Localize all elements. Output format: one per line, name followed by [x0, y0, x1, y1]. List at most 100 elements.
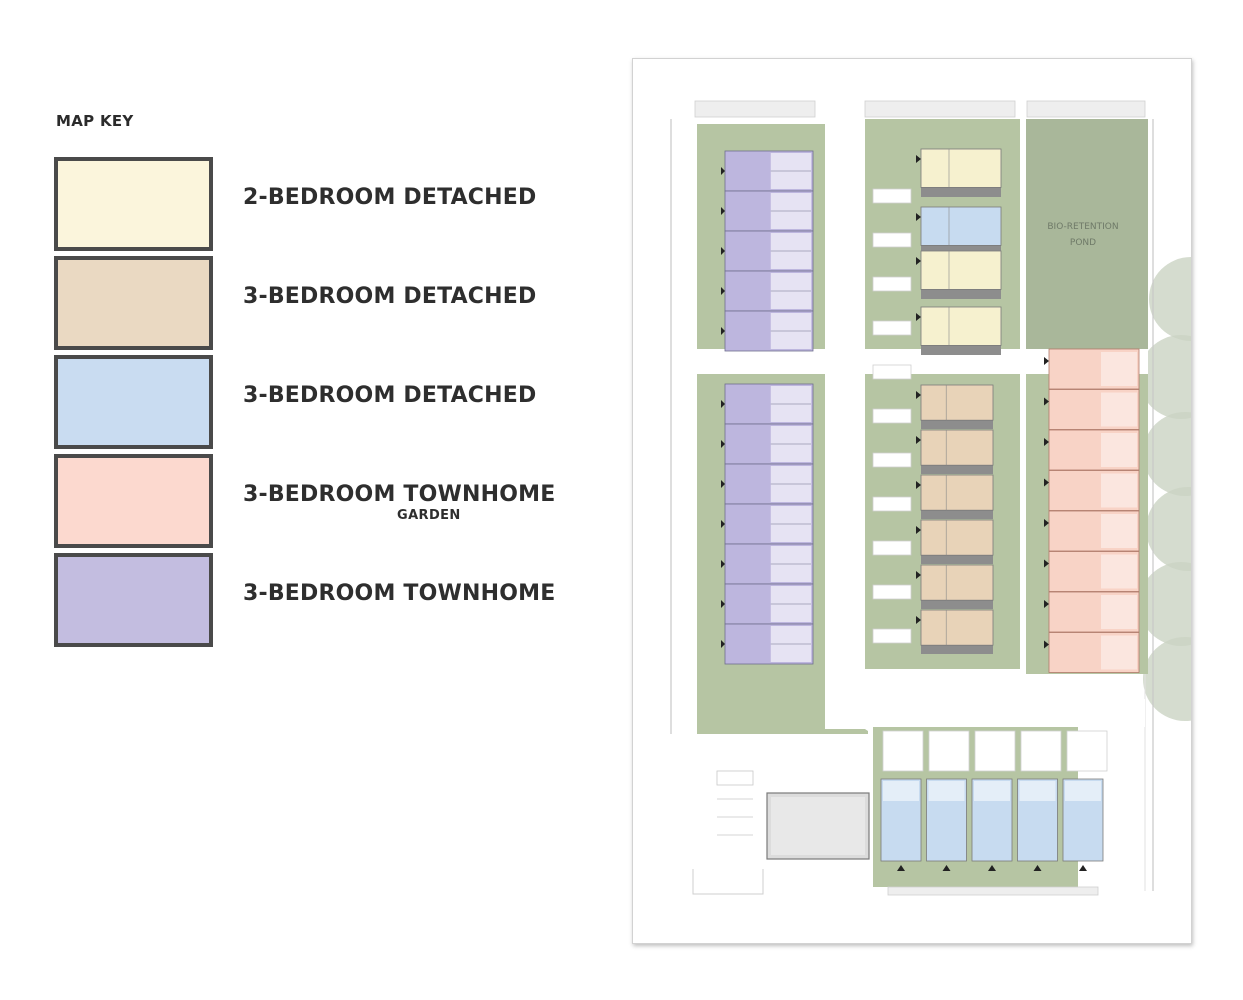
parking-stall-10 — [872, 628, 912, 644]
legend-label-3bd-townhome-garden: 3-BEDROOM TOWNHOME — [243, 482, 556, 507]
detached-3bd-tan-1-garage — [921, 464, 993, 474]
parking-stall-0 — [872, 188, 912, 204]
detached-2bd-2-garage — [921, 344, 1001, 355]
detached-2bd-2 — [920, 306, 1002, 346]
tree-2 — [1143, 412, 1191, 496]
detached-3bd-tan-4-garage — [921, 599, 993, 609]
street-curve — [825, 669, 1145, 727]
parking-stall-3 — [872, 320, 912, 336]
sidewalk-top-2 — [1026, 100, 1146, 118]
south-parking-3 — [1020, 730, 1062, 772]
street-north-south — [825, 119, 865, 729]
unit-interior — [1101, 433, 1137, 467]
south-parking-2 — [974, 730, 1016, 772]
sw-stall-0 — [716, 770, 754, 786]
parking-stall-5 — [872, 408, 912, 424]
unit-interior — [1101, 595, 1137, 629]
entry-arrow — [916, 155, 921, 163]
detached-3bd-tan-2 — [920, 474, 994, 511]
parking-stall-8 — [872, 540, 912, 556]
detached-2bd-0-garage — [921, 186, 1001, 197]
legend-swatch-3bd-detached-blue — [54, 355, 213, 449]
entry-arrow — [988, 865, 996, 871]
detached-2bd-1 — [920, 250, 1002, 290]
detached-3bd-tan-5 — [920, 609, 994, 646]
tree-4 — [1139, 562, 1191, 646]
legend-swatch-3bd-townhome-garden — [54, 454, 213, 548]
detached-3bd-tan-2-garage — [921, 509, 993, 519]
unit-interior — [1101, 514, 1137, 548]
parking-stall-7 — [872, 496, 912, 512]
parking-stall-2 — [872, 276, 912, 292]
detached-3bd-tan-5-garage — [921, 644, 993, 654]
legend-sublabel-garden: GARDEN — [397, 508, 461, 523]
unit-interior — [883, 781, 919, 801]
entry-arrow — [897, 865, 905, 871]
map-key-title: MAP KEY — [56, 112, 134, 130]
unit-interior — [1101, 554, 1137, 589]
entry-arrow — [721, 640, 725, 648]
legend-label-2bd-detached: 2-BEDROOM DETACHED — [243, 185, 537, 210]
entry-arrow — [916, 526, 921, 534]
legend-swatch-2bd-detached — [54, 157, 213, 251]
sw-curb — [692, 869, 764, 895]
legend-label-3bd-detached-blue: 3-BEDROOM DETACHED — [243, 383, 537, 408]
entry-arrow — [721, 560, 725, 568]
tree-3 — [1146, 487, 1191, 571]
parking-stall-4 — [872, 364, 912, 380]
entry-arrow — [1044, 600, 1049, 608]
entry-arrow — [916, 391, 921, 399]
entry-arrow — [721, 440, 725, 448]
tree-0 — [1149, 257, 1191, 341]
entry-arrow — [1044, 559, 1049, 568]
entry-arrow — [721, 167, 725, 175]
pond-label-line1: BIO-RETENTION — [1047, 222, 1118, 232]
entry-arrow — [1044, 438, 1049, 446]
tree-1 — [1139, 335, 1191, 419]
entry-arrow — [721, 600, 725, 608]
detached-3bd-tan-0-garage — [921, 419, 993, 429]
entry-arrow — [916, 213, 921, 221]
entry-arrow — [916, 313, 921, 321]
entry-arrow — [916, 257, 921, 265]
legend-label-3bd-detached-tan: 3-BEDROOM DETACHED — [243, 284, 537, 309]
legend-swatch-3bd-townhome — [54, 553, 213, 647]
sidewalk-bottom — [887, 886, 1099, 896]
detached-3bd-tan-4 — [920, 564, 994, 601]
entry-arrow — [721, 247, 725, 255]
entry-arrow — [916, 436, 921, 444]
entry-arrow — [1079, 865, 1087, 871]
bio-retention-pond — [1026, 119, 1148, 349]
entry-arrow — [721, 287, 725, 295]
community-building-roof — [771, 797, 865, 855]
south-parking-1 — [928, 730, 970, 772]
entry-arrow — [1044, 519, 1049, 527]
entry-arrow — [721, 480, 725, 488]
path-east — [1020, 119, 1026, 674]
detached-3bd-blue-0-garage — [921, 244, 1001, 255]
parking-stall-6 — [872, 452, 912, 468]
sidewalk-top-0 — [694, 100, 816, 118]
detached-3bd-tan-0 — [920, 384, 994, 421]
entry-arrow — [916, 616, 921, 624]
detached-3bd-tan-3-garage — [921, 554, 993, 564]
detached-3bd-blue-0 — [920, 206, 1002, 246]
detached-3bd-tan-1 — [920, 429, 994, 466]
unit-interior — [1101, 352, 1137, 386]
legend-label-3bd-townhome: 3-BEDROOM TOWNHOME — [243, 581, 556, 606]
entry-arrow — [721, 400, 725, 408]
unit-interior — [1101, 473, 1137, 508]
entry-arrow — [1044, 357, 1049, 365]
entry-arrow — [1044, 640, 1049, 649]
unit-interior — [974, 781, 1010, 801]
unit-interior — [1065, 781, 1101, 801]
unit-interior — [1101, 635, 1137, 670]
entry-arrow — [721, 327, 725, 335]
tree-5 — [1143, 637, 1191, 721]
entry-arrow — [1044, 397, 1049, 406]
entry-arrow — [916, 481, 921, 489]
detached-3bd-tan-3 — [920, 519, 994, 556]
entry-arrow — [916, 571, 921, 579]
